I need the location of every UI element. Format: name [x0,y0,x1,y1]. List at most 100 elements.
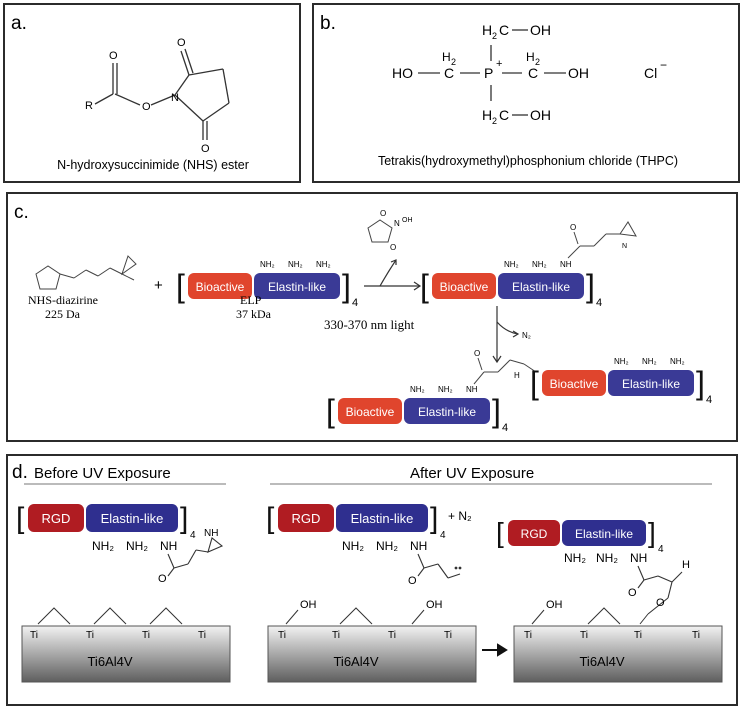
product-bracket-right: ] [586,268,595,304]
elastin-block [254,273,340,299]
ti-1d: Ti [198,630,206,641]
panel-a-caption: N-hydroxysuccinimide (NHS) ester [57,158,249,172]
thpc-c-right: C [528,65,538,81]
d1-o: O [158,573,167,585]
d-bracket-right-1: ] [180,502,188,535]
d3-nh2-1: NH₂ [564,551,586,565]
xl-nh2-5: NH₂ [642,357,657,366]
d2-o: O [408,575,417,587]
before-elp: [ RGD Elastin-like ] 4 NH₂ NH₂ NH O NH [16,502,224,585]
atom-r: R [85,100,93,112]
substrate-label-3: Ti6Al4V [579,654,624,669]
after-elp-2: [ RGD Elastin-like ] 4 NH₂ NH₂ NH O H O [496,517,690,615]
thpc-h2c-bottom-sub: 2 [492,116,497,126]
d2-carbene-arm [417,553,461,579]
surface-oxide-1 [37,607,183,625]
bracket-right: ] [342,268,351,304]
substrate-after-1: OH OH Ti6Al4V Ti Ti Ti Ti [267,599,477,683]
nhs-o-bottom: O [390,243,396,252]
panel-d-letter: d. [12,462,28,483]
d1-n-1: NH [204,528,218,539]
d-repeat-3: 4 [658,544,664,555]
xl-elastin-label-2: Elastin-like [622,377,680,391]
xl-linker [473,357,537,385]
elastin-label-d2: Elastin-like [351,511,414,526]
xl-bracket-left-2: [ [530,365,539,401]
d-bracket-left-3: [ [496,517,504,548]
nhs-diazirine-structure [35,255,137,290]
substrate-label-2: Ti6Al4V [333,654,378,669]
xl-nh-3: NH [466,385,478,394]
elastin-label-d3: Elastin-like [575,527,633,541]
d-repeat-1: 4 [190,530,196,541]
nhs-diazirine-name: NHS-diazirine [28,293,98,307]
after-elp-1: [ RGD Elastin-like ] 4 + N₂ NH₂ NH₂ NH O [266,502,472,587]
rgd-label-3: RGD [521,527,548,541]
product-diazirine-n: N [622,243,627,250]
product-bioactive-block [432,273,496,299]
thpc-h2-right-sub: 2 [535,57,540,67]
thpc-h2-left: H [442,50,451,64]
elp-mass: 37 kDa [236,307,272,321]
d-bracket-left-2: [ [266,502,275,535]
xl-nh2-4: NH₂ [614,357,629,366]
elp-reactant: [ Bioactive Elastin-like ] 4 NH₂ NH₂ NH₂ [176,260,358,309]
thpc-cl: Cl [644,65,657,81]
ti-3b: Ti [580,630,588,641]
elastin-block-d1 [86,504,178,532]
substrate-label-1: Ti6Al4V [87,654,132,669]
rgd-label-1: RGD [42,511,71,526]
substrate-block-2 [267,625,477,683]
oh-2a: OH [300,599,317,611]
d-bracket-right-2: ] [430,502,438,535]
bioactive-block [188,273,252,299]
carbene-dot-2 [458,566,462,570]
thpc-structure: b. HO H 2 C P + H 2 C OH H 2 C OH H [320,13,678,168]
repeat-4: 4 [352,297,358,309]
after-arrow [482,643,508,657]
thpc-h2c-top-sub: 2 [492,31,497,41]
photocrosslinking-scheme: c. NHS-diazirine 225 Da + [ Bioactive El… [14,202,712,434]
d3-nh: NH [630,551,647,565]
thpc-c-bottom: C [499,107,509,123]
xl-repeat-4-1: 4 [502,422,508,434]
d-repeat-2: 4 [440,530,446,541]
nh2-3: NH₂ [316,260,331,269]
product-nh2-2: NH₂ [532,260,547,269]
product-elastin-label: Elastin-like [512,280,570,294]
product-bracket-left: [ [420,268,429,304]
xl-bracket-right-2: ] [696,365,705,401]
substrate-before: Ti6Al4V Ti Ti Ti Ti [21,607,231,683]
atom-o-carbonyl: O [109,50,118,62]
elastin-block-d2 [336,504,428,532]
elastin-block-d3 [562,520,646,546]
nh2-1: NH₂ [260,260,275,269]
product-nh2-1: NH₂ [504,260,519,269]
d1-nh: NH [160,539,177,553]
light-arrow [492,306,520,364]
nhs-diazirine-mass: 225 Da [45,307,81,321]
surface-oxide-3 [531,607,649,625]
d2-nh2-2: NH₂ [376,539,398,553]
nhs-leaving-group [367,219,393,243]
oh-3a: OH [546,599,563,611]
d2-nh: NH [410,539,427,553]
thpc-c-top: C [499,22,509,38]
surface-oxide-2 [285,607,425,625]
thpc-h2c-top: H [482,22,492,38]
product-diazirine-arm [567,221,637,259]
thpc-plus: + [496,58,502,70]
after-uv-title: After UV Exposure [410,465,534,482]
thpc-h2-right: H [526,50,535,64]
ti-2c: Ti [388,630,396,641]
reaction-plus: + [154,277,163,294]
product-bioactive-label: Bioactive [440,280,489,294]
ti-1a: Ti [30,630,38,641]
ti-3a: Ti [524,630,532,641]
elastin-label: Elastin-like [268,280,326,294]
nhs-oh: OH [402,217,413,224]
d1-nh2-1: NH₂ [92,539,114,553]
thpc-c-left: C [444,65,454,81]
thpc-oh-bottom: OH [530,107,551,123]
ti-1c: Ti [142,630,150,641]
